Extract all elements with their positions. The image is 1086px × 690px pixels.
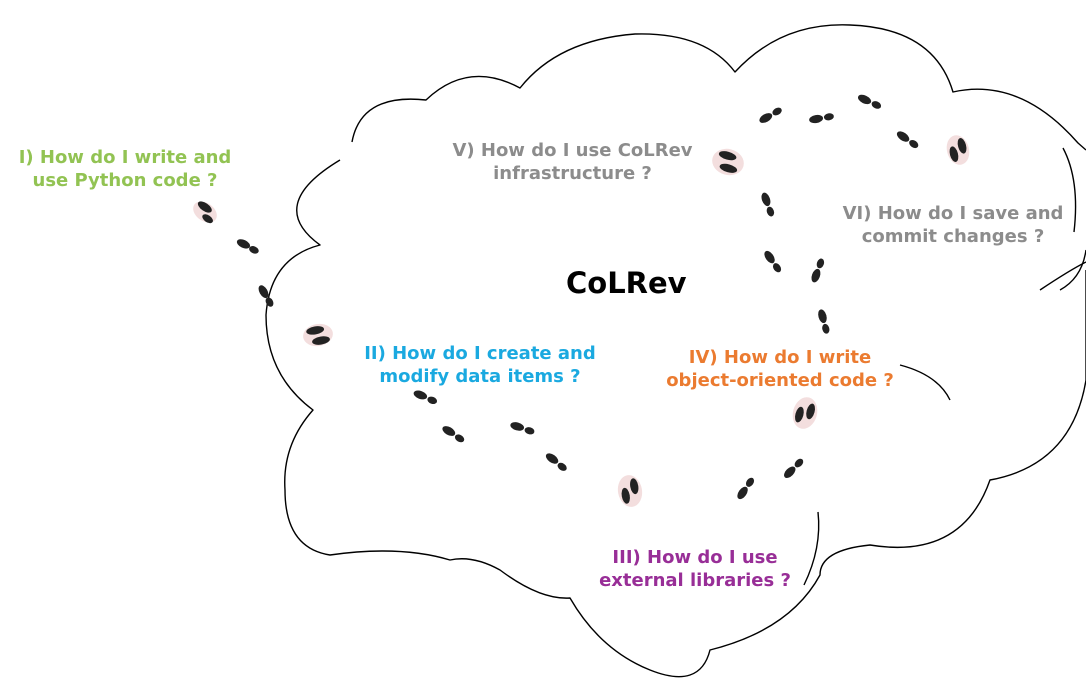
footprints-right xyxy=(737,192,830,500)
step-label-ii: II) How do I create and modify data item… xyxy=(355,342,605,388)
step-label-ii-line-1: II) How do I create and xyxy=(364,343,596,364)
step-label-iii-line-2: external libraries ? xyxy=(599,570,791,591)
footprints-top xyxy=(712,94,970,176)
step-label-iii-line-1: III) How do I use xyxy=(612,547,778,568)
step-label-v: V) How do I use CoLRev infrastructure ? xyxy=(420,139,725,185)
step-label-iv: IV) How do I write object-oriented code … xyxy=(650,346,910,392)
step-label-i-line-1: I) How do I write and xyxy=(18,147,232,168)
footprints-middle xyxy=(413,390,643,507)
step-label-v-line-1: V) How do I use CoLRev xyxy=(452,140,693,161)
step-label-vi-line-1: VI) How do I save and xyxy=(842,203,1064,224)
step-label-v-line-2: infrastructure ? xyxy=(493,163,652,184)
step-label-vi: VI) How do I save and commit changes ? xyxy=(820,202,1086,248)
step-label-iv-line-2: object-oriented code ? xyxy=(666,370,894,391)
footprints-start xyxy=(193,201,333,347)
step-label-i: I) How do I write and use Python code ? xyxy=(0,146,250,192)
step-label-iii: III) How do I use external libraries ? xyxy=(575,546,815,592)
step-label-i-line-2: use Python code ? xyxy=(32,170,218,191)
center-title: CoLRev xyxy=(566,266,687,300)
step-label-ii-line-2: modify data items ? xyxy=(379,366,581,387)
step-label-iv-line-1: IV) How do I write xyxy=(688,347,872,368)
step-label-vi-line-2: commit changes ? xyxy=(861,226,1045,247)
